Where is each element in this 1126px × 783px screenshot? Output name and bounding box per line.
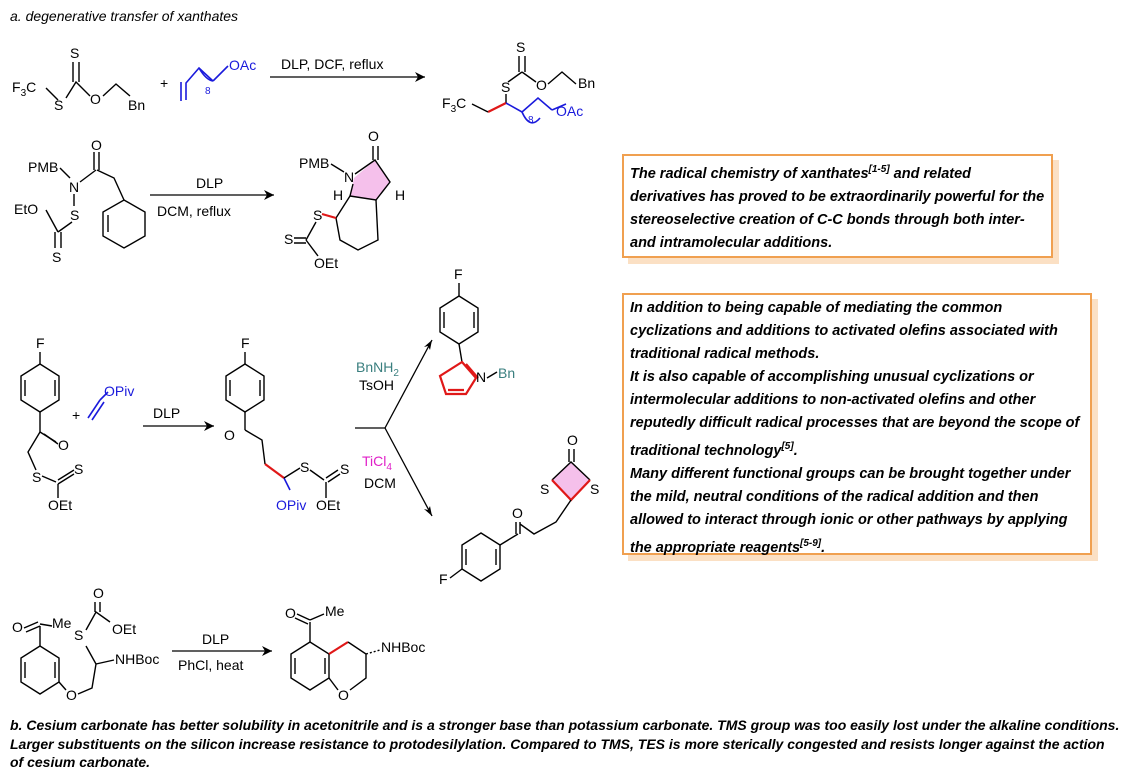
r4-o2: O — [93, 585, 104, 601]
r3-o: O — [58, 437, 69, 453]
r4-o-ring: O — [66, 687, 77, 703]
label-o: O — [90, 91, 101, 107]
prod1-s-top: S — [516, 39, 525, 55]
r4-me: Me — [52, 615, 72, 631]
conditions-1: DLP, DCF, reflux — [281, 56, 383, 72]
r4-nhboc: NHBoc — [115, 651, 159, 667]
label-oac: OAc — [229, 57, 256, 73]
box2-para1: In addition to being capable of mediatin… — [630, 300, 1058, 362]
r2-n: N — [69, 179, 79, 195]
r2p-s-left: S — [284, 231, 293, 247]
prod1-oac: OAc — [556, 103, 583, 119]
prod1-o: O — [536, 77, 547, 93]
prod1-f3c: F3C — [442, 95, 466, 115]
r2p-h1: H — [333, 187, 343, 203]
box1-text-a: The radical chemistry of xanthates — [630, 165, 869, 182]
r4-o: O — [12, 619, 23, 635]
box2-para2: It is also capable of accomplishing unus… — [630, 369, 1080, 459]
r2-conditions-bottom: DCM, reflux — [157, 203, 231, 219]
r4p-nhboc: NHBoc — [381, 639, 425, 655]
label-f3c: F3C — [12, 79, 36, 99]
r3p-f: F — [241, 335, 250, 351]
dithietanone-o-top: O — [567, 432, 578, 448]
plus-1: + — [160, 75, 168, 91]
box2-para3: Many different functional groups can be … — [630, 465, 1071, 556]
r3p-opiv: OPiv — [276, 497, 306, 513]
r3-branch-bottom-reagent1: TiCl4 — [362, 453, 392, 473]
r2p-oet: OEt — [314, 255, 338, 271]
reaction-2: PMB N O S EtO S DLP DCM, reflux O PMB N … — [14, 128, 405, 271]
reaction-4: O Me O S O OEt NHBoc DLP PhCl, heat O Me… — [12, 585, 425, 703]
dithietanone-s1: S — [540, 481, 549, 497]
r4p-o-ring: O — [338, 687, 349, 703]
r3-branch-top-reagent2: TsOH — [359, 377, 394, 393]
r2-s: S — [70, 207, 79, 223]
prod1-s: S — [501, 79, 510, 95]
r2p-h2: H — [395, 187, 405, 203]
reaction-3: F O S S OEt + OPiv DLP F O OPiv S — [20, 266, 599, 587]
r3-s-right: S — [74, 461, 83, 477]
r3p-s: S — [300, 459, 309, 475]
r3p-o: O — [224, 427, 235, 443]
box2-ref-5: [5] — [781, 441, 794, 452]
r3-oet: OEt — [48, 497, 72, 513]
r3-branch-bottom-reagent2: DCM — [364, 475, 396, 491]
r2-o: O — [91, 137, 102, 153]
r4p-o: O — [285, 605, 296, 621]
r3-f: F — [36, 335, 45, 351]
subscript-8: 8 — [205, 86, 211, 97]
r2p-pmb: PMB — [299, 155, 329, 171]
r3p-s-right: S — [340, 461, 349, 477]
dithietanone-f: F — [439, 571, 448, 587]
pyrrole-bn: Bn — [498, 365, 515, 381]
r3p-oet: OEt — [316, 497, 340, 513]
r4-s: S — [74, 627, 83, 643]
box2-ref-5-9: [5-9] — [800, 537, 822, 549]
r2p-s: S — [313, 207, 322, 223]
r3-conditions: DLP — [153, 405, 180, 421]
section-a-title: a. degenerative transfer of xanthates — [10, 8, 239, 24]
r4p-me: Me — [325, 603, 345, 619]
dithietanone-s2: S — [590, 481, 599, 497]
section-b-text: b. Cesium carbonate has better solubilit… — [10, 717, 1120, 770]
r4-conditions-top: DLP — [202, 631, 229, 647]
r2-s-bottom: S — [52, 249, 61, 265]
label-s-top: S — [70, 45, 79, 61]
r2p-n: N — [344, 169, 354, 185]
r2-pmb: PMB — [28, 159, 58, 175]
r2p-o: O — [368, 128, 379, 144]
r3-s: S — [32, 469, 41, 485]
r3-branch-top-reagent1: BnNH2 — [356, 359, 399, 379]
prod1-sub8: 8 — [528, 115, 534, 126]
r3-opiv: OPiv — [104, 383, 134, 399]
plus-3: + — [72, 407, 80, 423]
r2-eto: EtO — [14, 201, 38, 217]
summary-box-1: The radical chemistry of xanthates[1-5] … — [622, 154, 1053, 258]
r4-conditions-bottom: PhCl, heat — [178, 657, 243, 673]
box1-text-b: and related derivatives has proved to be… — [630, 165, 1045, 251]
pyrrole-f: F — [454, 266, 463, 282]
r2-conditions-top: DLP — [196, 175, 223, 191]
summary-box-2: In addition to being capable of mediatin… — [622, 293, 1092, 556]
r4-oet: OEt — [112, 621, 136, 637]
reaction-1: F3C S S O Bn + 8 OAc DLP, DCF, reflux S … — [12, 39, 595, 126]
dithietanone-o: O — [512, 505, 523, 521]
box1-ref-a: [1-5] — [868, 164, 890, 175]
prod1-bn: Bn — [578, 75, 595, 91]
label-bn: Bn — [128, 97, 145, 113]
pyrrole-n: N — [476, 369, 486, 385]
label-s: S — [54, 97, 63, 113]
